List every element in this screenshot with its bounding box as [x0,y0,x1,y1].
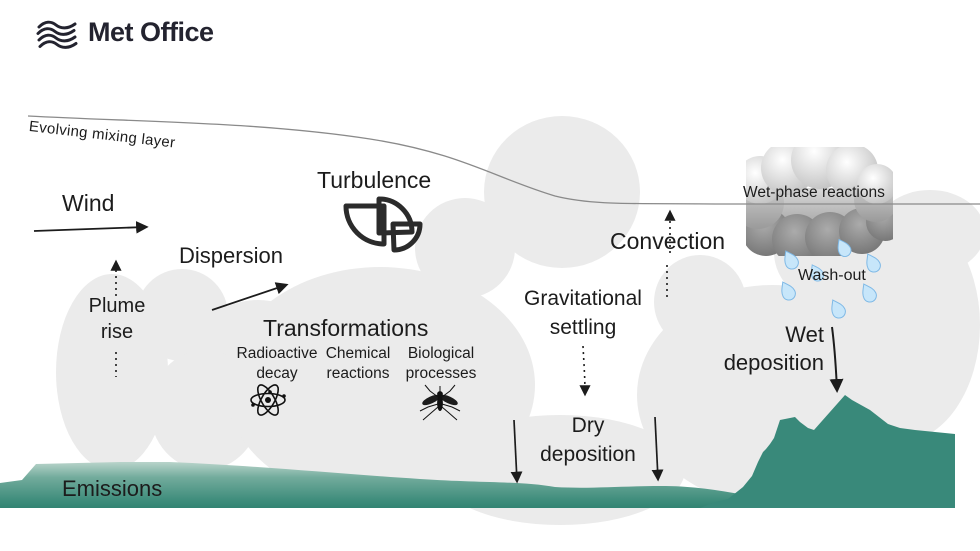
transformations-label: Transformations [263,315,429,341]
atom-icon [250,384,286,416]
turbulence-label: Turbulence [317,167,432,193]
dry-deposition-label: Dry deposition [517,411,659,469]
raindrop-icon [837,238,852,257]
terrain-band [0,462,955,508]
raindrop-icon [784,250,799,270]
arrows [33,209,844,484]
wet-phase-reactions-label: Wet-phase reactions [743,184,885,201]
raindrop-icon [831,299,846,319]
radioactive-decay-label: Radioactive decay [230,344,324,384]
wash-out-label: Wash-out [798,267,866,284]
rain-cloud [746,147,893,256]
gravitational-line2: settling [549,316,617,339]
met-office-logo-text: Met Office [88,17,214,47]
wet-deposition-arrow [829,326,844,393]
plume-rise-line1: Plume [88,295,146,317]
wind-label: Wind [62,190,115,216]
dry-deposition-arrow-right [651,416,664,482]
emissions-label: Emissions [62,476,163,501]
wet-deposition-label: Wet deposition [704,321,824,377]
wet-deposition-line1: Wet [785,322,824,347]
mountain [700,395,955,508]
biological-line1: Biological [407,345,475,362]
met-office-waves-icon [36,20,78,49]
plume-rise-line2: rise [100,321,134,343]
gravitational-settling-label: Gravitational settling [510,284,656,342]
raindrop-icon [862,283,877,303]
gravitational-settling-arrow [579,345,591,397]
gravitational-line1: Gravitational [524,287,642,310]
convection-label: Convection [610,228,726,254]
plume-rise-label: Plume rise [77,293,157,345]
dry-deposition-line1: Dry [571,414,605,437]
raindrop-icon [781,281,796,301]
mixing-layer-line [27,115,980,205]
raindrops [781,238,881,319]
radioactive-line2: decay [256,365,298,382]
biological-processes-label: Biological processes [394,344,488,384]
chemical-line1: Chemical [325,345,391,362]
dry-deposition-arrow-left [510,419,523,484]
raindrop-icon [810,264,824,282]
dispersion-label: Dispersion [179,243,283,268]
biological-line2: processes [405,365,477,382]
pinwheel-fan-icon [343,196,423,253]
chemical-line2: reactions [326,365,390,382]
dispersion-arrow [211,282,289,311]
radioactive-line1: Radioactive [236,345,318,362]
dry-deposition-line2: deposition [540,443,636,466]
wind-arrow [33,221,149,234]
mosquito-icon [419,384,461,421]
chemical-reactions-label: Chemical reactions [311,344,405,384]
raindrop-icon [866,253,881,273]
wet-deposition-line2: deposition [723,350,824,375]
